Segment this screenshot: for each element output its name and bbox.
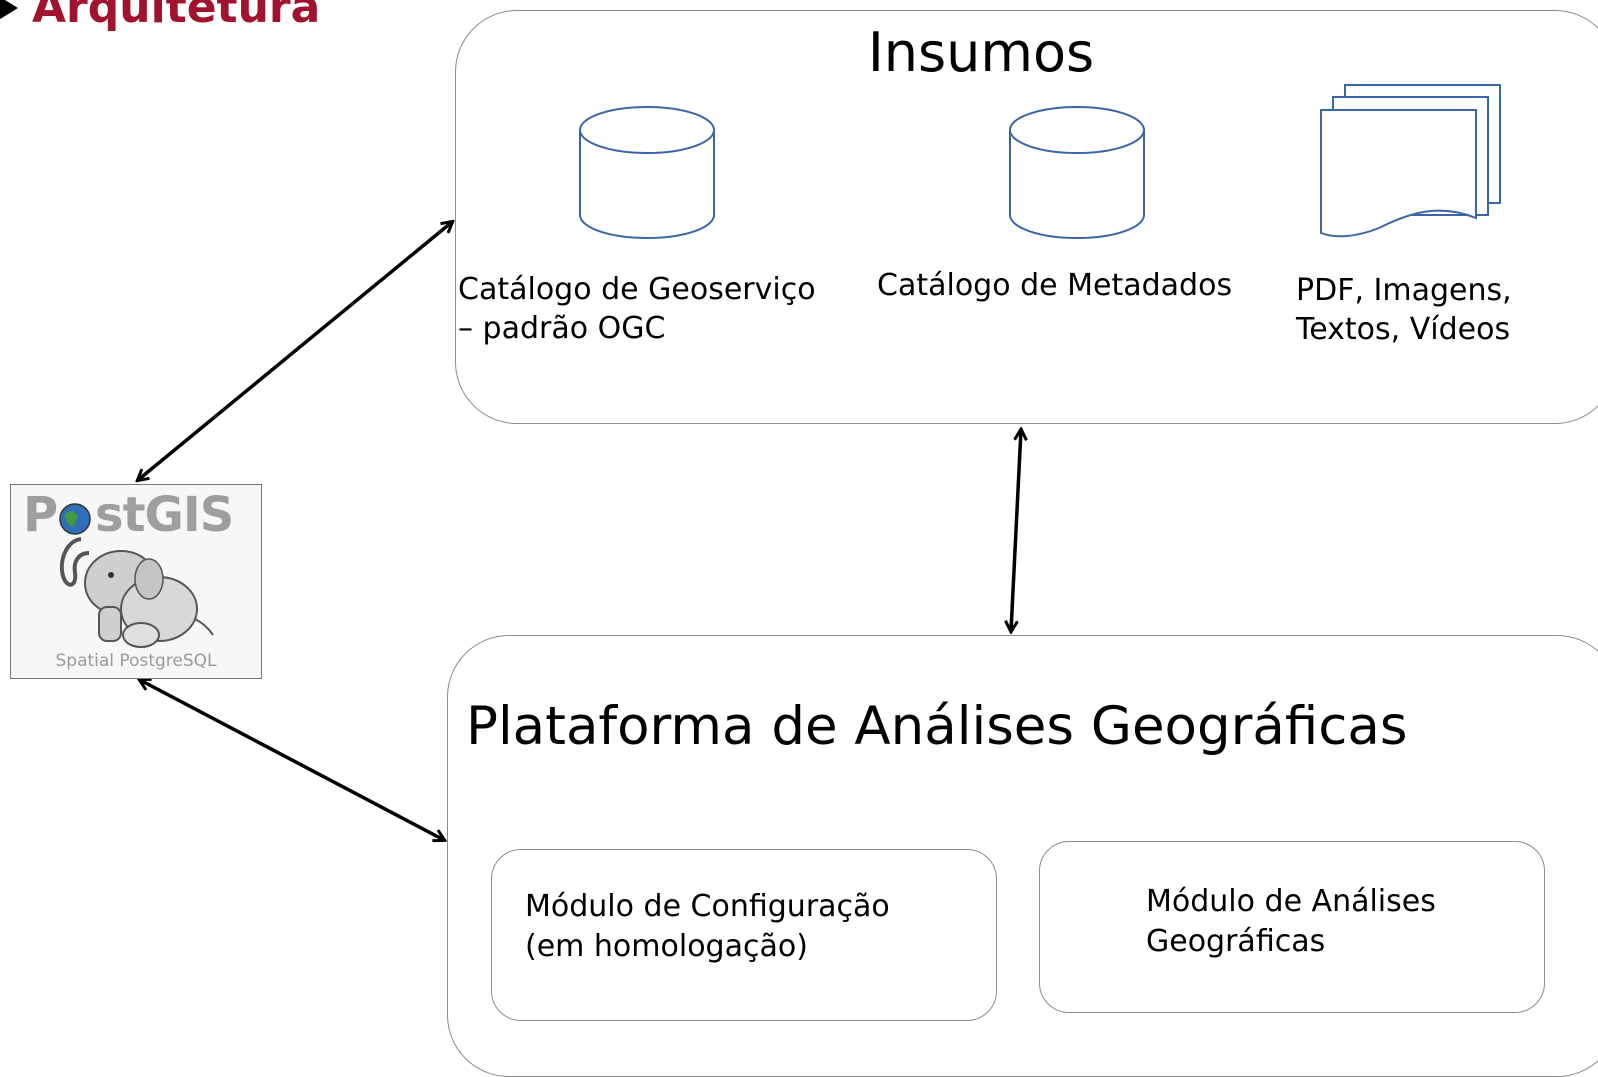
catalog-metadados-label: Catálogo de Metadados <box>877 266 1232 305</box>
caption-line: – padrão OGC <box>458 311 666 346</box>
module-line: Geográficas <box>1146 924 1326 959</box>
logo-wordmark: stGIS <box>95 487 234 543</box>
arrow-postgis-insumos <box>138 222 452 480</box>
modulo-configuracao-box: Módulo de Configuração (em homologação) <box>491 849 997 1021</box>
module-line: Módulo de Análises <box>1146 884 1436 919</box>
module-line: Módulo de Configuração <box>525 889 890 924</box>
postgis-logo: P stGIS Spatial PostgreSQL <box>10 484 262 679</box>
modulo-analises-box: Módulo de Análises Geográficas <box>1039 841 1545 1013</box>
logo-subtitle: Spatial PostgreSQL <box>55 651 217 671</box>
elephant-icon <box>60 537 214 648</box>
database-icon <box>579 106 715 239</box>
catalog-geoservico-label: Catálogo de Geoserviço – padrão OGC <box>458 270 816 348</box>
page-header: Arquitetura <box>0 0 320 38</box>
insumos-panel: Insumos Catálogo de Geoserviço – padrão … <box>455 10 1598 424</box>
module-line: (em homologação) <box>525 929 808 964</box>
modulo-analises-label: Módulo de Análises Geográficas <box>1146 882 1436 962</box>
page-title: Arquitetura <box>32 0 321 33</box>
plataforma-title: Plataforma de Análises Geográficas <box>466 696 1408 757</box>
arrow-postgis-plataforma <box>140 680 444 840</box>
documents-icon <box>1320 84 1501 238</box>
caption-line: Catálogo de Metadados <box>877 268 1233 303</box>
database-icon <box>1009 106 1145 239</box>
insumos-title: Insumos <box>867 21 1095 84</box>
documents-label: PDF, Imagens, Textos, Vídeos <box>1296 271 1512 349</box>
bullet-arrow-icon <box>0 0 18 24</box>
globe-icon <box>59 503 91 535</box>
caption-line: PDF, Imagens, <box>1296 273 1512 308</box>
caption-line: Textos, Vídeos <box>1296 312 1511 347</box>
arrow-insumos-plataforma <box>1011 430 1021 631</box>
plataforma-panel: Plataforma de Análises Geográficas Módul… <box>447 635 1598 1077</box>
caption-line: Catálogo de Geoserviço <box>458 272 816 307</box>
logo-wordmark: P <box>23 487 58 543</box>
modulo-configuracao-label: Módulo de Configuração (em homologação) <box>525 887 890 967</box>
